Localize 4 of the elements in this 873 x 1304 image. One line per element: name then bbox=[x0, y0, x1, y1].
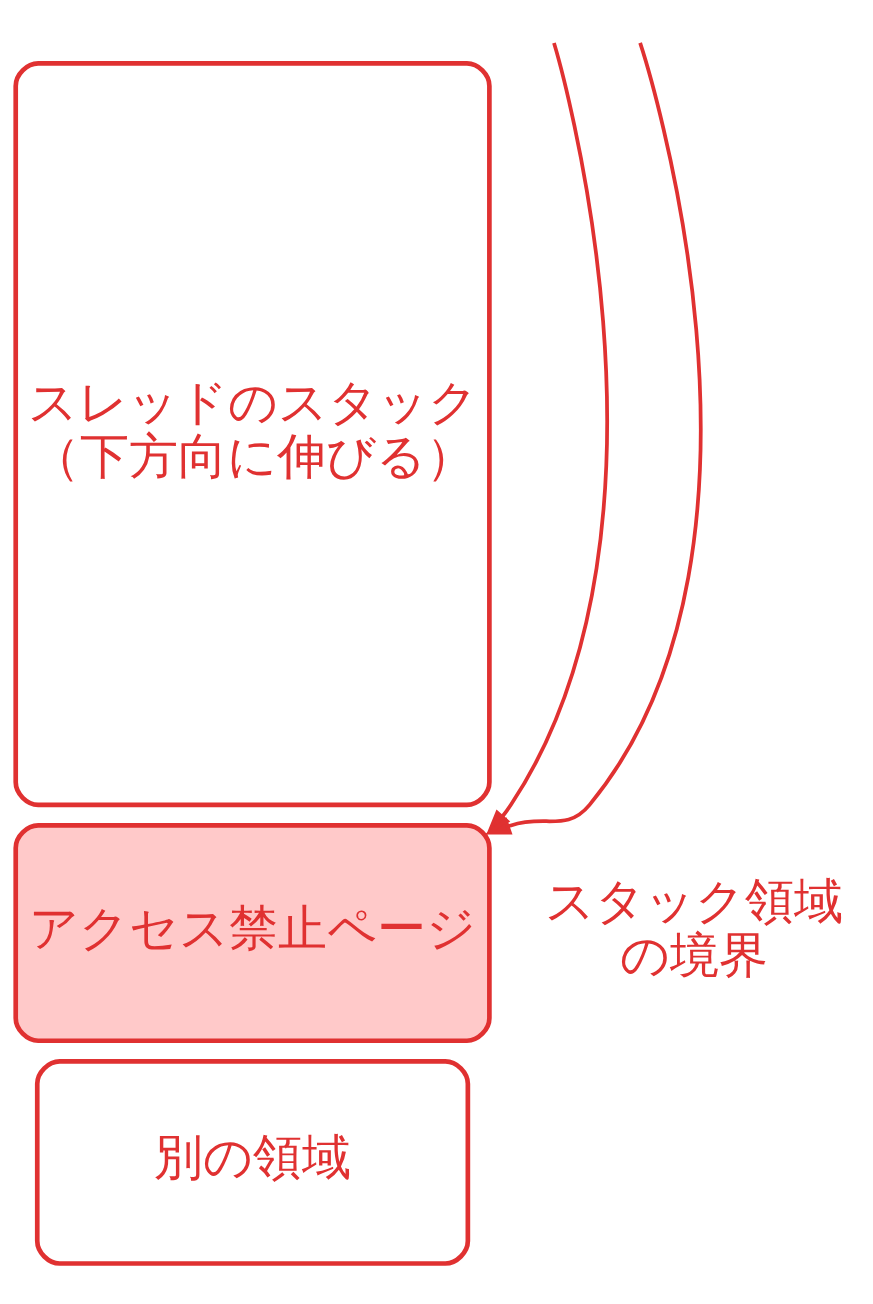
label: スタック領域の境界 bbox=[545, 872, 844, 983]
node-box: スレッドのスタック（下方向に伸びる） bbox=[13, 60, 492, 807]
node-box: 別の領域 bbox=[34, 1058, 471, 1266]
node-box: アクセス禁止ページ bbox=[13, 822, 492, 1043]
